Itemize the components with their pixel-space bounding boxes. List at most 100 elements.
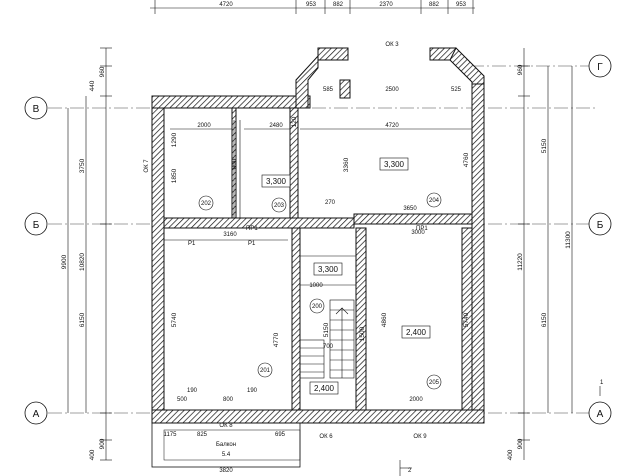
svg-text:11220: 11220 (517, 253, 524, 271)
svg-text:2370: 2370 (379, 2, 393, 8)
svg-text:1175: 1175 (164, 432, 178, 438)
exterior-walls (151, 47, 485, 424)
window-labels: ОК 3 ОК 7 ОК 8 ОК 6 ОК 9 (144, 42, 427, 440)
svg-text:800: 800 (223, 397, 234, 403)
svg-text:2000: 2000 (409, 397, 423, 403)
svg-text:Б: Б (597, 220, 604, 231)
svg-text:201: 201 (260, 368, 271, 374)
svg-text:3000: 3000 (411, 230, 425, 236)
svg-text:825: 825 (197, 432, 208, 438)
level-mark-1: 3,300 (261, 174, 291, 188)
misc-labels: Р1 Р1 ПР1 ПР1 2 1 (188, 226, 604, 476)
level-mark-4: 2,400 (401, 325, 431, 339)
svg-text:400: 400 (89, 449, 96, 460)
svg-text:10820: 10820 (79, 253, 86, 271)
svg-text:А: А (33, 409, 40, 420)
svg-text:900: 900 (517, 438, 524, 449)
svg-text:Г: Г (597, 62, 603, 73)
svg-text:ОК 8: ОК 8 (219, 423, 233, 429)
svg-text:3750: 3750 (79, 158, 86, 173)
right-dimension-chain: 960 5150 11300 11220 6150 900 400 (507, 48, 573, 460)
svg-text:882: 882 (333, 2, 344, 8)
svg-text:3,300: 3,300 (266, 177, 287, 186)
svg-text:3,300: 3,300 (384, 160, 405, 169)
svg-text:2,400: 2,400 (406, 328, 427, 337)
svg-text:1500: 1500 (359, 326, 366, 341)
room-marker-200: 200 (309, 298, 325, 314)
svg-text:В: В (33, 104, 40, 115)
svg-text:2: 2 (408, 468, 412, 474)
svg-text:500: 500 (177, 397, 188, 403)
svg-text:4760: 4760 (463, 152, 470, 167)
svg-text:Балкон: Балкон (216, 442, 236, 448)
axis-bubble-left-v: В (24, 96, 48, 120)
svg-text:5150: 5150 (323, 322, 330, 337)
svg-text:900: 900 (99, 438, 106, 449)
svg-text:2,400: 2,400 (314, 384, 335, 393)
level-mark-3: 3,300 (313, 262, 343, 276)
svg-text:1: 1 (600, 380, 604, 386)
svg-text:953: 953 (306, 2, 317, 8)
svg-text:5150: 5150 (541, 138, 548, 153)
svg-text:882: 882 (429, 2, 440, 8)
svg-text:6150: 6150 (79, 312, 86, 327)
level-mark-5: 2,400 (309, 381, 339, 395)
svg-text:ОК 9: ОК 9 (413, 434, 427, 440)
svg-text:3820: 3820 (219, 468, 233, 474)
svg-text:400: 400 (507, 449, 514, 460)
svg-text:1000: 1000 (309, 283, 323, 289)
room-marker-202: 202 (198, 195, 214, 211)
svg-text:525: 525 (451, 87, 462, 93)
svg-text:4770: 4770 (273, 332, 280, 347)
svg-text:3360: 3360 (343, 157, 350, 172)
svg-text:585: 585 (323, 87, 334, 93)
svg-text:5.4: 5.4 (222, 452, 231, 458)
svg-text:5740: 5740 (171, 312, 178, 327)
svg-text:960: 960 (99, 66, 106, 77)
svg-text:4720: 4720 (385, 123, 399, 129)
svg-text:3,300: 3,300 (318, 265, 339, 274)
svg-text:ОК 6: ОК 6 (319, 434, 333, 440)
svg-text:ОК 3: ОК 3 (385, 42, 399, 48)
svg-text:270: 270 (325, 200, 336, 206)
svg-text:ПР1: ПР1 (416, 226, 428, 232)
svg-text:3650: 3650 (403, 206, 417, 212)
room-marker-203: 203 (271, 197, 287, 213)
svg-text:Р1: Р1 (188, 241, 196, 247)
room-marker-204: 204 (426, 192, 442, 208)
svg-text:695: 695 (275, 432, 286, 438)
staircase (299, 299, 355, 379)
svg-text:202: 202 (201, 201, 212, 207)
svg-text:5740: 5740 (463, 312, 470, 327)
axis-bubble-left-b: Б (24, 212, 48, 236)
axis-bubble-right-g: Г (588, 54, 612, 78)
room-marker-201: 201 (257, 362, 273, 378)
svg-text:А: А (597, 409, 604, 420)
svg-text:203: 203 (274, 203, 285, 209)
svg-text:Р1: Р1 (248, 241, 256, 247)
room-markers: 202 203 204 200 201 205 (198, 192, 442, 390)
svg-text:4860: 4860 (381, 312, 388, 327)
axis-bubble-left-a: А (24, 401, 48, 425)
svg-text:1850: 1850 (171, 168, 178, 183)
svg-text:800: 800 (231, 158, 238, 169)
inner-dimensions: 2000 2480 4720 2500 585 525 3360 4760 36… (164, 87, 472, 438)
svg-text:1290: 1290 (171, 132, 178, 147)
interior-walls (163, 107, 473, 411)
axis-bubble-right-a: А (588, 401, 612, 425)
svg-text:204: 204 (429, 198, 440, 204)
left-dimension-chain: 440 960 3750 9900 10820 6150 900 400 (61, 47, 112, 460)
svg-text:ОК 7: ОК 7 (144, 159, 150, 173)
svg-text:205: 205 (429, 380, 440, 386)
svg-text:2500: 2500 (385, 87, 399, 93)
partitions (164, 120, 356, 286)
level-mark-2: 3,300 (379, 157, 409, 171)
svg-text:Б: Б (33, 220, 40, 231)
level-marks: 3,300 3,300 3,300 2,400 2,400 (261, 157, 431, 395)
svg-text:190: 190 (247, 388, 258, 394)
axis-bubble-right-b: Б (588, 212, 612, 236)
svg-text:953: 953 (456, 2, 467, 8)
svg-text:ПР1: ПР1 (246, 226, 258, 232)
svg-text:2480: 2480 (269, 123, 283, 129)
